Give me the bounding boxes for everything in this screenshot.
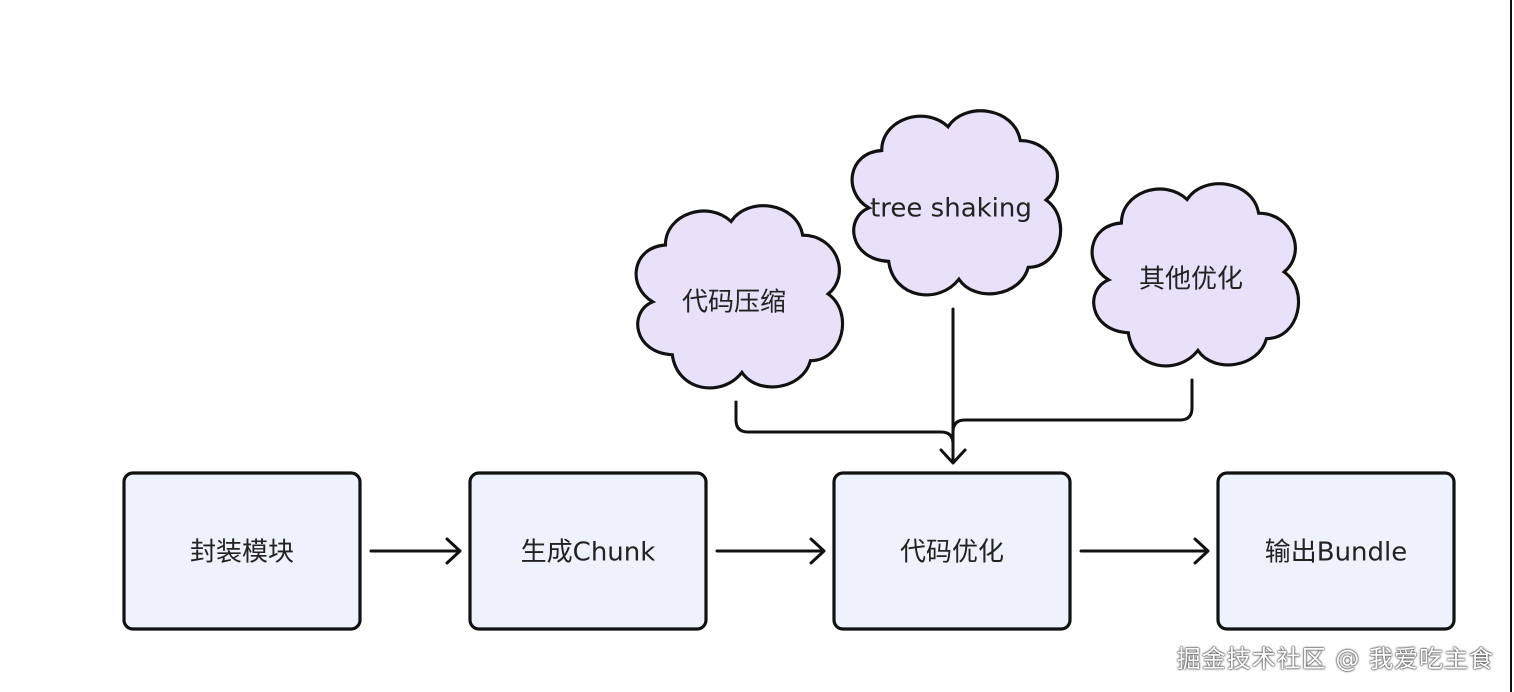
flow-arrows (369, 537, 1210, 565)
box-encapsulate-module: 封装模块 (122, 471, 362, 631)
connector-other (951, 378, 1194, 462)
box-code-optimize: 代码优化 (832, 471, 1072, 631)
arrowhead-right-icon (1193, 537, 1210, 565)
cloud-other-optimization: 其他优化 (1090, 182, 1301, 368)
box-generate-chunk: 生成Chunk (468, 471, 708, 631)
cloud-code-compress: 代码压缩 (634, 204, 845, 390)
box-output-bundle: 输出Bundle (1216, 471, 1456, 631)
watermark: 掘金技术社区 @ 我爱吃主食 (1176, 645, 1494, 673)
arrowhead-right-icon (445, 537, 462, 565)
box-generate-chunk-label: 生成Chunk (521, 538, 656, 568)
box-code-optimize-label: 代码优化 (900, 538, 1004, 568)
cloud-code-compress-label: 代码压缩 (682, 288, 786, 318)
arrow-1 (369, 537, 462, 565)
cloud-other-optimization-label: 其他优化 (1139, 265, 1243, 295)
cloud-tree-shaking: tree shaking (850, 109, 1063, 297)
arrowhead-down-icon (939, 448, 967, 465)
connector-compress (734, 400, 955, 462)
arrow-2 (715, 537, 826, 565)
arrow-3 (1079, 537, 1210, 565)
box-encapsulate-module-label: 封装模块 (190, 538, 294, 568)
cloud-tree-shaking-label: tree shaking (870, 194, 1032, 224)
arrowhead-right-icon (809, 537, 826, 565)
box-output-bundle-label: 输出Bundle (1265, 538, 1408, 568)
cloud-connectors (734, 307, 1194, 465)
